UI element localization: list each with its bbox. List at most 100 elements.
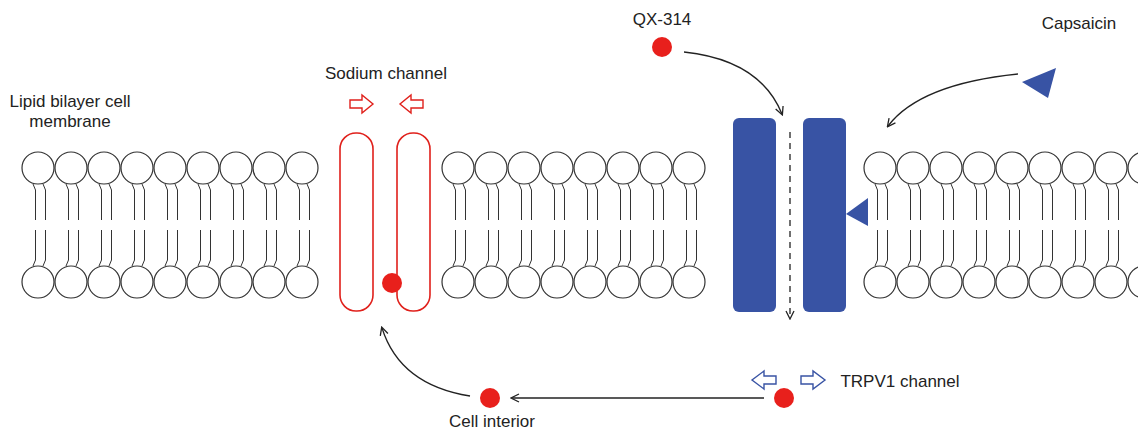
lipid-head — [963, 152, 995, 184]
lipid-tail — [529, 230, 532, 266]
qx314-molecule — [382, 273, 402, 293]
opening-arrow — [752, 371, 776, 389]
lipid-head — [121, 152, 153, 184]
lipid-head — [22, 266, 54, 298]
lipid-tail — [264, 230, 267, 266]
lipid-tail — [661, 184, 664, 220]
lipid-tail — [1050, 230, 1053, 266]
lipid-head — [1128, 152, 1138, 184]
lipid-tail — [684, 184, 687, 220]
lipid-tail — [486, 184, 489, 220]
lipid-head — [154, 266, 186, 298]
lipid-head — [640, 266, 672, 298]
molecule-label: Capsaicin — [1024, 14, 1134, 34]
lipid-tail — [241, 230, 244, 266]
lipid-tail — [1007, 184, 1010, 220]
lipid-tail — [908, 184, 911, 220]
lipid-tail — [66, 184, 69, 220]
lipid-tail — [918, 230, 921, 266]
lipid-head — [88, 152, 120, 184]
lipid-tail — [132, 230, 135, 266]
lipid-tail — [231, 184, 234, 220]
qx314-molecule — [652, 37, 672, 57]
lipid-head — [220, 152, 252, 184]
lipid-head — [963, 266, 995, 298]
lipid-tail — [519, 230, 522, 266]
lipid-tail — [208, 230, 211, 266]
lipid-head — [286, 152, 318, 184]
lipid-tail — [941, 230, 944, 266]
lipid-tail — [132, 184, 135, 220]
lipid-tail — [1073, 230, 1076, 266]
lipid-head — [1062, 152, 1094, 184]
lipid-tail — [109, 230, 112, 266]
lipid-tail — [307, 184, 310, 220]
lipid-tail — [875, 230, 878, 266]
lipid-tail — [1083, 184, 1086, 220]
sodium-channel-subunit — [340, 133, 373, 311]
lipid-tail — [694, 230, 697, 266]
lipid-tail — [974, 184, 977, 220]
lipid-tail — [628, 230, 631, 266]
lipid-head — [996, 266, 1028, 298]
lipid-tail — [552, 184, 555, 220]
lipid-tail — [231, 230, 234, 266]
lipid-tail — [1073, 184, 1076, 220]
lipid-head — [475, 152, 507, 184]
lipid-tail — [76, 184, 79, 220]
lipid-tail — [875, 184, 878, 220]
lipid-tail — [66, 230, 69, 266]
lipid-head — [22, 152, 54, 184]
qx314-molecule — [774, 388, 794, 408]
lipid-head — [541, 266, 573, 298]
lipid-head — [1029, 266, 1061, 298]
lipid-tail — [694, 184, 697, 220]
lipid-tail — [463, 184, 466, 220]
closing-arrow — [400, 95, 423, 113]
lipid-tail — [496, 184, 499, 220]
block-arrow — [382, 328, 470, 396]
lipid-tail — [99, 184, 102, 220]
lipid-tail — [99, 230, 102, 266]
lipid-tail — [142, 184, 145, 220]
lipid-tail — [297, 230, 300, 266]
lipid-head — [220, 266, 252, 298]
permeation-path — [789, 132, 790, 318]
sodium-channel-subunit — [397, 133, 430, 311]
lipid-tail — [918, 184, 921, 220]
lipid-tail — [585, 230, 588, 266]
lipid-head — [88, 266, 120, 298]
lipid-tail — [1106, 184, 1109, 220]
lipid-head — [930, 152, 962, 184]
lipid-tail — [984, 230, 987, 266]
lipid-head — [187, 266, 219, 298]
lipid-tail — [1040, 230, 1043, 266]
lipid-head — [1062, 266, 1094, 298]
lipid-tail — [618, 230, 621, 266]
lipid-head — [607, 152, 639, 184]
capsaicin-molecule — [1022, 68, 1056, 98]
lipid-head — [55, 152, 87, 184]
lipid-tail — [885, 184, 888, 220]
binding-arrow — [888, 74, 1018, 126]
qx314-molecule — [480, 388, 500, 408]
lipid-tail — [552, 230, 555, 266]
lipid-tail — [618, 184, 621, 220]
lipid-head — [442, 266, 474, 298]
lipid-tail — [175, 230, 178, 266]
lipid-head — [55, 266, 87, 298]
lipid-head — [673, 152, 705, 184]
lipid-head — [864, 266, 896, 298]
lipid-tail — [43, 230, 46, 266]
lipid-head — [121, 266, 153, 298]
lipid-tail — [109, 184, 112, 220]
lipid-tail — [1106, 230, 1109, 266]
lipid-tail — [951, 184, 954, 220]
lipid-tail — [486, 230, 489, 266]
closing-arrow — [350, 95, 373, 113]
lipid-head — [574, 152, 606, 184]
lipid-tail — [33, 230, 36, 266]
lipid-head — [897, 266, 929, 298]
lipid-tail — [1040, 184, 1043, 220]
